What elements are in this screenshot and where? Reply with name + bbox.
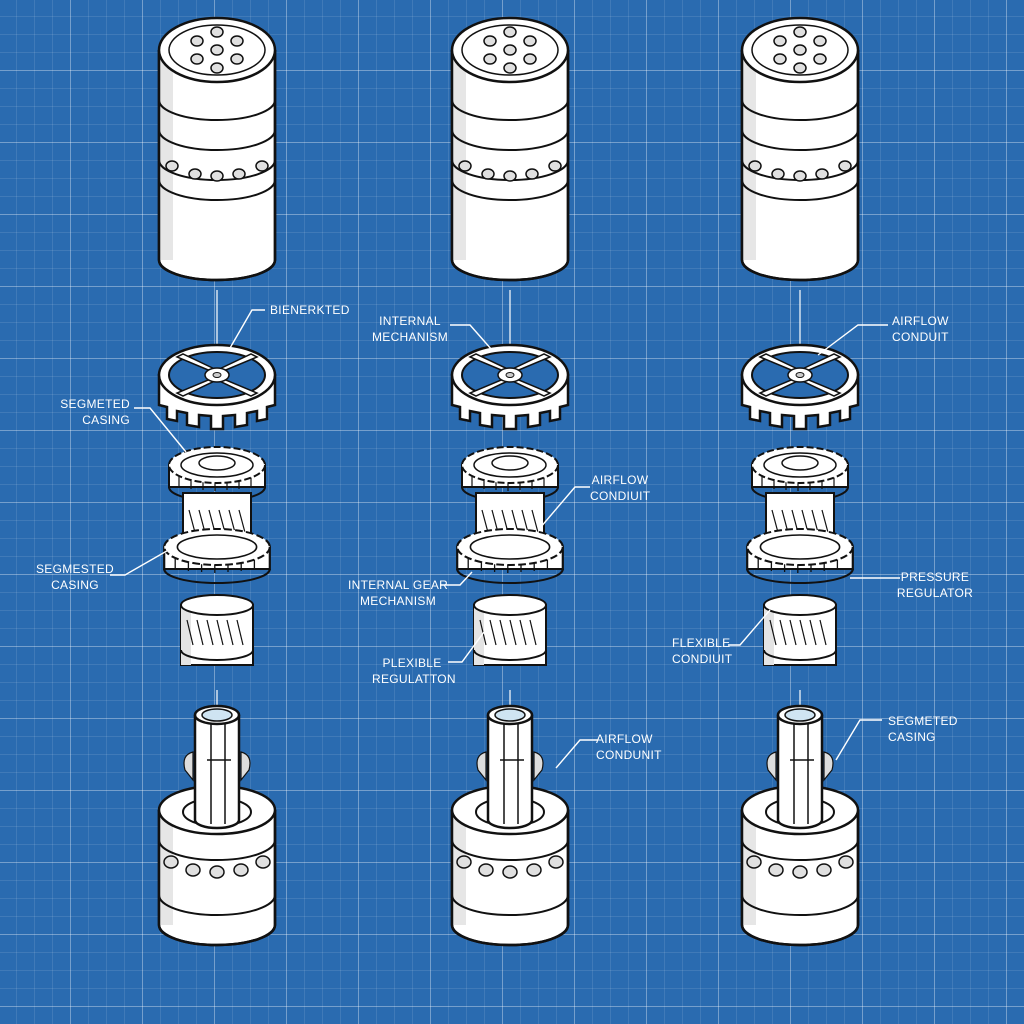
callout-label: SEGMETED CASING — [888, 714, 958, 744]
callout-label: AIRFLOW CONDIUIT — [590, 473, 651, 503]
callout-label: PLEXIBLE REGULATTON — [372, 656, 456, 686]
spoked-wheel-part — [157, 343, 277, 431]
leader-lines — [110, 309, 900, 769]
callout-label: INTERNAL GEAR MECHANISM — [348, 578, 449, 608]
callout-label: BIENERKTED — [270, 303, 350, 317]
callout-label: SEGMESTED CASING — [35, 562, 115, 592]
base-cylinder-part — [157, 704, 277, 947]
callout-label: PRESSURE REGULATOR — [896, 570, 974, 600]
assembly-1 — [157, 16, 277, 947]
callout-label: INTERNAL MECHANISM — [371, 314, 449, 344]
callout-label: SEGMETED CASING — [60, 397, 130, 427]
assembly-2 — [450, 16, 570, 947]
callout-label: AIRFLOW CONDUNIT — [596, 732, 662, 762]
gear-stack-part — [164, 447, 270, 665]
top-cap-part — [157, 16, 277, 282]
assembly-3 — [740, 16, 860, 947]
callout-label: FLEXIBLE CONDIUIT — [672, 636, 733, 666]
callout-label: AIRFLOW CONDUIT — [892, 314, 949, 344]
